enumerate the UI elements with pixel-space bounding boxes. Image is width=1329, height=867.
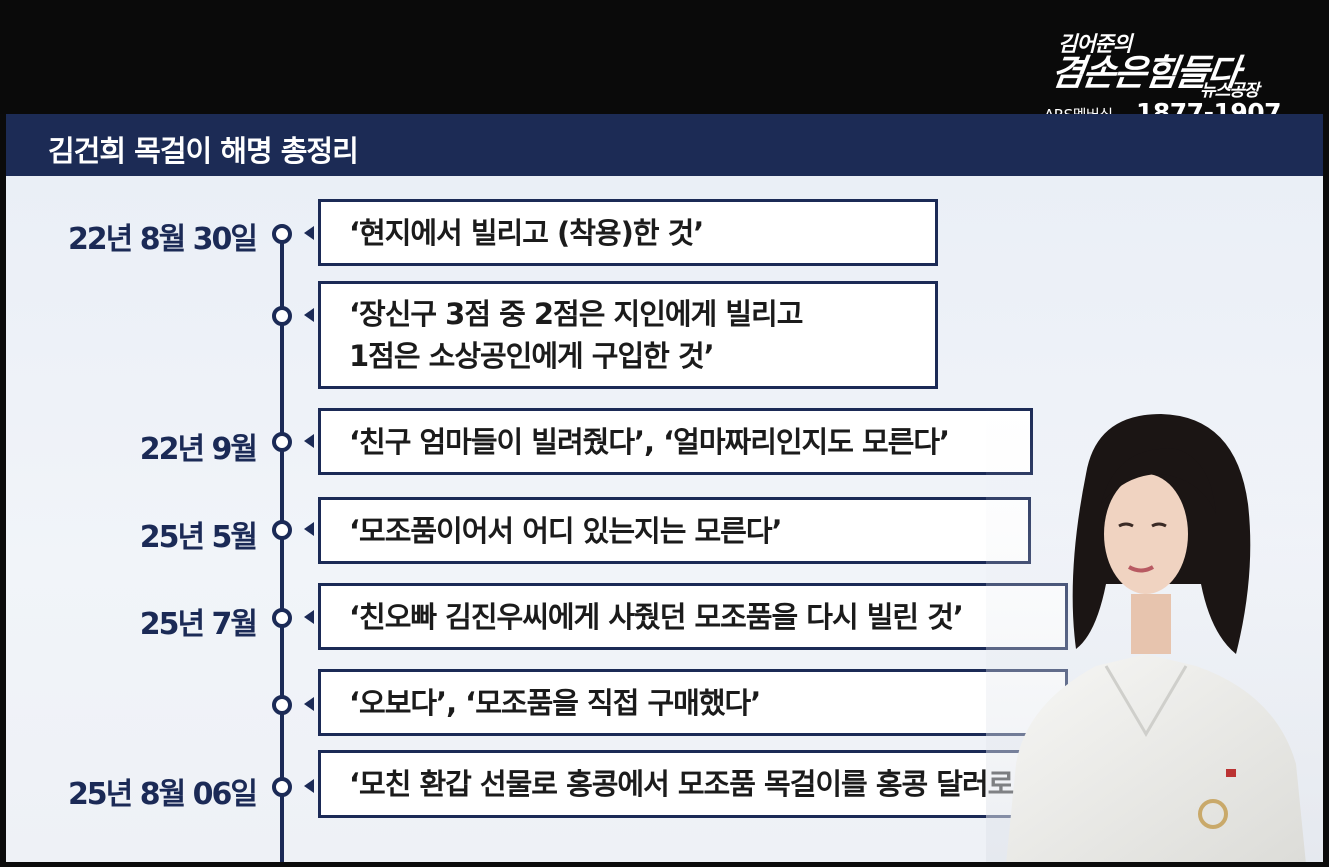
timeline-date: 25년 7월: [139, 607, 258, 642]
pointer-arrow-icon: [304, 610, 314, 624]
timeline-node: [272, 432, 292, 452]
logo-line-3: 뉴스공장: [1200, 81, 1260, 101]
timeline-node: [272, 306, 292, 326]
timeline-node: [272, 695, 292, 715]
statement-line: ‘오보다’, ‘모조품을 직접 구매했다’: [349, 685, 761, 720]
statement-box: ‘친구 엄마들이 빌려줬다’, ‘얼마짜리인지도 모른다’: [318, 408, 1033, 475]
timeline-node: [272, 224, 292, 244]
statement-line: ‘모친 환갑 선물로 홍콩에서 모조품 목걸이를 홍콩 달러로 구매’: [349, 767, 1085, 801]
pointer-arrow-icon: [304, 308, 314, 322]
statement-line: ‘친오빠 김진우씨에게 사줬던 모조품을 다시 빌린 것’: [349, 599, 964, 634]
statement-line: ‘모조품이어서 어디 있는지는 모른다’: [349, 513, 783, 548]
title-bar: 김건희 목걸이 해명 총정리: [6, 114, 1323, 176]
timeline-node: [272, 608, 292, 628]
statement-box: ‘친오빠 김진우씨에게 사줬던 모조품을 다시 빌린 것’: [318, 583, 1068, 650]
logo-line-1: 김어준의: [1058, 32, 1132, 56]
slide-title: 김건희 목걸이 해명 총정리: [48, 134, 359, 168]
statement-line: ‘장신구 3점 중 2점은 지인에게 빌리고: [349, 297, 803, 331]
pointer-arrow-icon: [304, 779, 314, 793]
timeline-date: 25년 5월: [139, 520, 258, 555]
timeline-date: 22년 9월: [139, 432, 258, 467]
timeline-line: [280, 234, 284, 862]
pointer-arrow-icon: [304, 697, 314, 711]
pointer-arrow-icon: [304, 434, 314, 448]
person-photo: [986, 404, 1323, 862]
slide: 김건희 목걸이 해명 총정리 22년 8월 30일 ‘현지에서 빌리고 (착용)…: [6, 114, 1323, 862]
statement-line: 1점은 소상공인에게 구입한 것’: [349, 339, 715, 373]
timeline-node: [272, 777, 292, 797]
timeline-node: [272, 520, 292, 540]
pointer-arrow-icon: [304, 226, 314, 240]
timeline-date: 25년 8월 06일: [67, 777, 258, 812]
statement-line: ‘현지에서 빌리고 (착용)한 것’: [349, 215, 704, 250]
statement-box: ‘현지에서 빌리고 (착용)한 것’: [318, 199, 938, 266]
statement-box: ‘모조품이어서 어디 있는지는 모른다’: [318, 497, 1031, 564]
statement-line: ‘친구 엄마들이 빌려줬다’, ‘얼마짜리인지도 모른다’: [349, 424, 950, 459]
timeline-date: 22년 8월 30일: [67, 222, 258, 257]
statement-box: ‘오보다’, ‘모조품을 직접 구매했다’: [318, 669, 1068, 736]
pointer-arrow-icon: [304, 522, 314, 536]
statement-box: ‘장신구 3점 중 2점은 지인에게 빌리고 1점은 소상공인에게 구입한 것’: [318, 281, 938, 389]
broadcast-top-bar: [0, 0, 1329, 114]
